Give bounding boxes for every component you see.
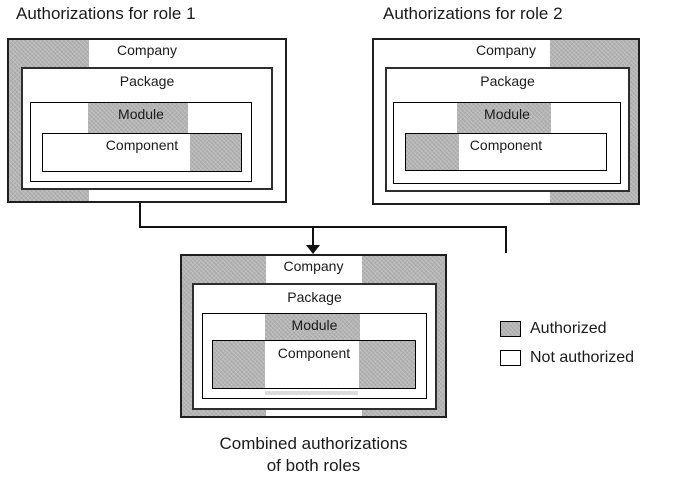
connector-horizontal-line: [139, 226, 507, 228]
role1-module-label: Module: [118, 106, 164, 122]
combined-caption: Combined authorizations of both roles: [180, 433, 447, 477]
combined-module-stripe-remnant: [265, 391, 358, 395]
role1-title: Authorizations for role 1: [16, 4, 196, 23]
combined-component-box: Component: [212, 340, 416, 389]
role2-component-box: Component: [405, 133, 607, 171]
connector-arrow-stem: [312, 228, 314, 247]
role2-component-label: Component: [469, 137, 543, 153]
combined-component-authorized-stripe-right: [359, 341, 415, 388]
combined-component-authorized-stripe-left: [213, 341, 265, 388]
legend-row-not-authorized: Not authorized: [500, 349, 634, 367]
caption-line-2: of both roles: [266, 456, 361, 475]
role1-module-authorized-stripe: [88, 103, 188, 133]
role2-component-authorized-stripe: [406, 134, 459, 170]
legend: Authorized Not authorized: [500, 320, 634, 378]
connector-role2-stub-line: [505, 226, 507, 253]
down-arrowhead-icon: [306, 245, 320, 254]
authorized-swatch: [500, 321, 521, 337]
role1-component-authorized-stripe: [190, 134, 241, 171]
caption-line-1: Combined authorizations: [219, 434, 408, 453]
combined-package-label: Package: [287, 289, 342, 305]
role1-company-label: Company: [117, 42, 177, 58]
authorized-label: Authorized: [530, 320, 607, 337]
role2-module-authorized-stripe: [457, 103, 551, 133]
role2-company-label: Company: [476, 42, 536, 58]
not-authorized-label: Not authorized: [530, 349, 635, 366]
connector-role1-vertical-line: [139, 203, 141, 228]
role2-title: Authorizations for role 2: [383, 4, 563, 23]
combined-company-label: Company: [283, 258, 344, 274]
legend-row-authorized: Authorized: [500, 320, 634, 338]
combined-component-label: Component: [277, 345, 351, 361]
role2-module-label: Module: [484, 106, 530, 122]
role2-package-label: Package: [480, 73, 535, 89]
role1-component-label: Component: [105, 137, 179, 153]
combined-module-authorized-stripe: [265, 314, 360, 340]
role1-package-label: Package: [119, 73, 175, 89]
not-authorized-swatch: [500, 350, 521, 366]
role1-component-box: Component: [42, 133, 242, 172]
combined-module-label: Module: [291, 317, 338, 333]
